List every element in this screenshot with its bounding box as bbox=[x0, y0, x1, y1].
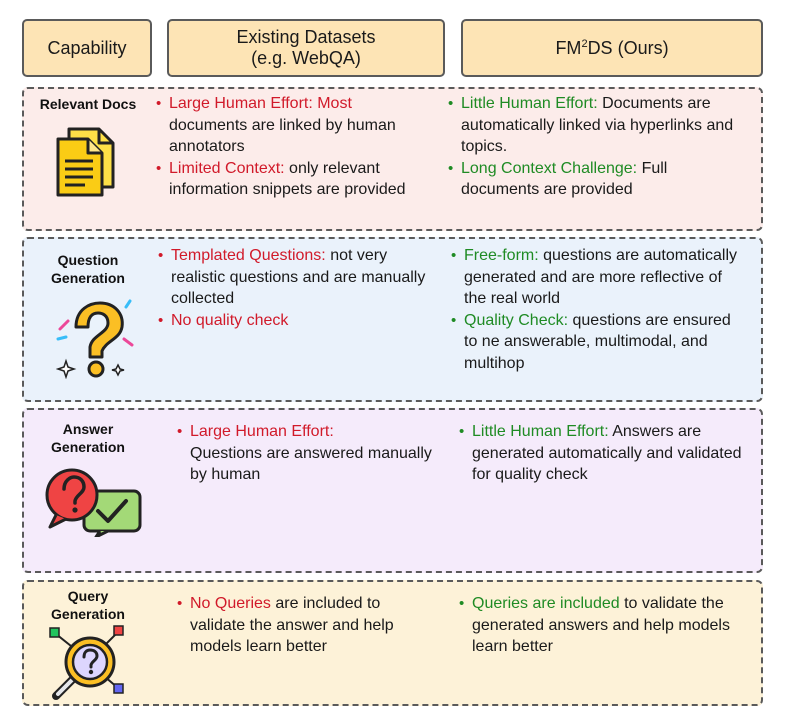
capability-label: Relevant Docs bbox=[39, 96, 137, 112]
list-item: • Large Human Effort:Questions are answe… bbox=[177, 423, 432, 483]
list-item: • Limited Context: only relevant informa… bbox=[156, 159, 406, 199]
existing-header-line1: Existing Datasets bbox=[236, 27, 376, 47]
question-mark-icon bbox=[56, 299, 134, 379]
existing-header-line2: (e.g. WebQA) bbox=[251, 48, 361, 68]
chat-check-icon bbox=[45, 468, 142, 537]
fm2ds-header: FM2DS (Ours) bbox=[461, 19, 763, 77]
existing-datasets-header: Existing Datasets (e.g. WebQA) bbox=[167, 19, 445, 77]
search-question-icon bbox=[49, 625, 124, 700]
existing-column: • Templated Questions: not very realisti… bbox=[158, 245, 438, 331]
list-item: • No Queries are included to validate th… bbox=[177, 595, 394, 655]
ours-column: • Little Human Effort: Documents are aut… bbox=[448, 93, 748, 201]
list-item: • Free-form: questions are automatically… bbox=[451, 247, 737, 307]
existing-column: • No Queries are included to validate th… bbox=[177, 593, 437, 658]
capability-header-label: Capability bbox=[47, 37, 127, 58]
list-item: • Quality Check: questions are ensured t… bbox=[451, 311, 731, 372]
ours-column: • Little Human Effort: Answers are gener… bbox=[459, 421, 749, 486]
list-item: • Queries are included to validate the g… bbox=[459, 595, 730, 655]
list-item: • Templated Questions: not very realisti… bbox=[158, 247, 426, 307]
ours-column: • Queries are included to validate the g… bbox=[459, 593, 749, 658]
list-item: • Long Context Challenge: Full documents… bbox=[448, 159, 668, 199]
capability-header: Capability bbox=[22, 19, 152, 77]
fm2ds-header-label: FM2DS (Ours) bbox=[555, 37, 669, 58]
existing-column: • Large Human Effort:Questions are answe… bbox=[177, 421, 437, 486]
document-icon bbox=[56, 127, 115, 197]
row-relevant-docs: Relevant Docs • Large Human Effort: Most… bbox=[22, 87, 763, 231]
list-item: • Little Human Effort: Answers are gener… bbox=[459, 423, 742, 483]
ours-column: • Free-form: questions are automatically… bbox=[451, 245, 746, 374]
list-item: • Little Human Effort: Documents are aut… bbox=[448, 95, 734, 155]
list-item: • No quality check bbox=[158, 311, 289, 329]
